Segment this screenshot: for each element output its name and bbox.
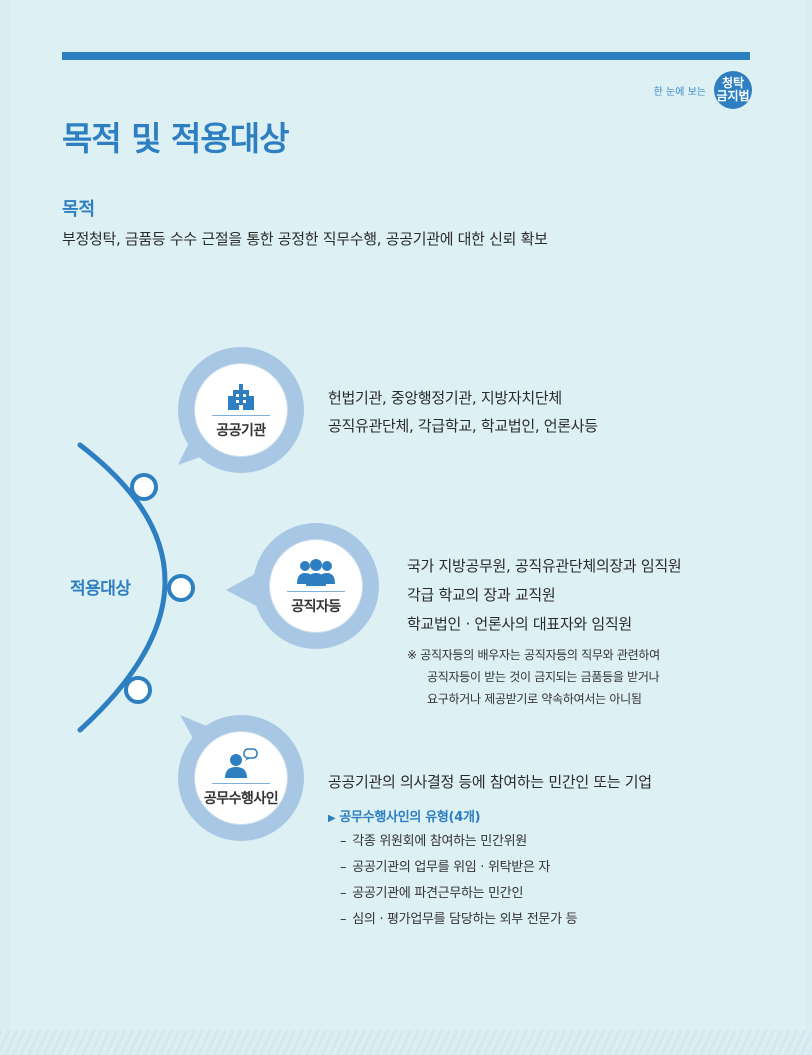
description-line: 각급 학교의 장과 교직원	[407, 586, 556, 604]
person-speech-icon	[223, 748, 259, 778]
purpose-heading: 목적	[62, 199, 96, 220]
footer-pattern	[0, 1030, 812, 1055]
building-icon	[226, 380, 256, 410]
note-line: 요구하거나 제공받기로 약속하여서는 아니됨	[427, 692, 642, 706]
purpose-text: 부정청탁, 금품등 수수 근절을 통한 공정한 직무수행, 공공기관에 대한 신…	[62, 230, 548, 248]
types-list: –각종 위원회에 참여하는 민간위원 –공공기관의 업무를 위임 · 위탁받은 …	[340, 832, 578, 936]
bubble-label-public-officials: 공직자등	[291, 599, 341, 615]
bubble-divider	[212, 783, 270, 784]
list-item-text: 각종 위원회에 참여하는 민간위원	[352, 834, 527, 849]
list-item-text: 공공기관에 파견근무하는 민간인	[352, 886, 524, 901]
people-group-icon	[296, 556, 336, 586]
types-heading: ▶공무수행사인의 유형(4개)	[328, 806, 481, 825]
list-item-text: 공공기관의 업무를 위임 · 위탁받은 자	[352, 860, 551, 875]
brand-prefix: 한 눈에 보는	[653, 86, 706, 98]
description-line: 국가 지방공무원, 공직유관단체의장과 임직원	[407, 557, 682, 575]
arc-node-1	[130, 473, 158, 501]
list-item: –각종 위원회에 참여하는 민간위원	[340, 834, 527, 849]
page-background	[10, 0, 806, 1055]
page-title: 목적 및 적용대상	[62, 119, 289, 158]
bubble-label-private-public-duty: 공무수행사인	[203, 791, 279, 807]
bubble-divider	[212, 415, 270, 416]
scope-arc	[77, 442, 168, 733]
bubble-divider	[287, 591, 345, 592]
bubble-public-agency: 공공기관	[195, 364, 287, 456]
description-line: 학교법인 · 언론사의 대표자와 임직원	[407, 615, 632, 633]
list-item: –공공기관에 파견근무하는 민간인	[340, 886, 524, 901]
header-rule	[62, 52, 750, 60]
list-item: –심의 · 평가업무를 담당하는 외부 전문가 등	[340, 912, 578, 927]
brand-logo: 한 눈에 보는 청탁 금지법	[653, 71, 752, 109]
note-line: ※ 공직자등의 배우자는 공직자등의 직무와 관련하여	[407, 648, 660, 662]
list-item: –공공기관의 업무를 위임 · 위탁받은 자	[340, 860, 551, 875]
brand-badge: 청탁 금지법	[714, 71, 752, 109]
spouse-note: ※ 공직자등의 배우자는 공직자등의 직무와 관련하여 공직자등이 받는 것이 …	[407, 644, 727, 710]
arc-node-2	[167, 574, 195, 602]
note-line: 공직자등이 받는 것이 금지되는 금품등을 받거나	[427, 670, 660, 684]
scope-label: 적용대상	[70, 579, 131, 599]
description-line: 공공기관의 의사결정 등에 참여하는 민간인 또는 기업	[328, 773, 652, 791]
triangle-bullet-icon: ▶	[328, 813, 336, 824]
brand-badge-bottom: 금지법	[716, 89, 750, 103]
private-public-duty-description: 공공기관의 의사결정 등에 참여하는 민간인 또는 기업	[328, 770, 652, 794]
public-officials-description: 국가 지방공무원, 공직유관단체의장과 임직원 각급 학교의 장과 교직원 학교…	[407, 552, 682, 639]
types-heading-text: 공무수행사인의 유형(4개)	[339, 810, 481, 825]
bubble-label-public-agency: 공공기관	[216, 423, 266, 439]
arc-node-3	[124, 676, 152, 704]
brand-badge-top: 청탁	[721, 76, 745, 90]
bubble-private-public-duty: 공무수행사인	[195, 732, 287, 824]
list-item-text: 심의 · 평가업무를 담당하는 외부 전문가 등	[352, 912, 578, 927]
description-line: 공직유관단체, 각급학교, 학교법인, 언론사등	[328, 417, 598, 435]
bubble-public-officials: 공직자등	[270, 540, 362, 632]
public-agency-description: 헌법기관, 중앙행정기관, 지방자치단체 공직유관단체, 각급학교, 학교법인,…	[328, 384, 598, 440]
description-line: 헌법기관, 중앙행정기관, 지방자치단체	[328, 389, 562, 407]
